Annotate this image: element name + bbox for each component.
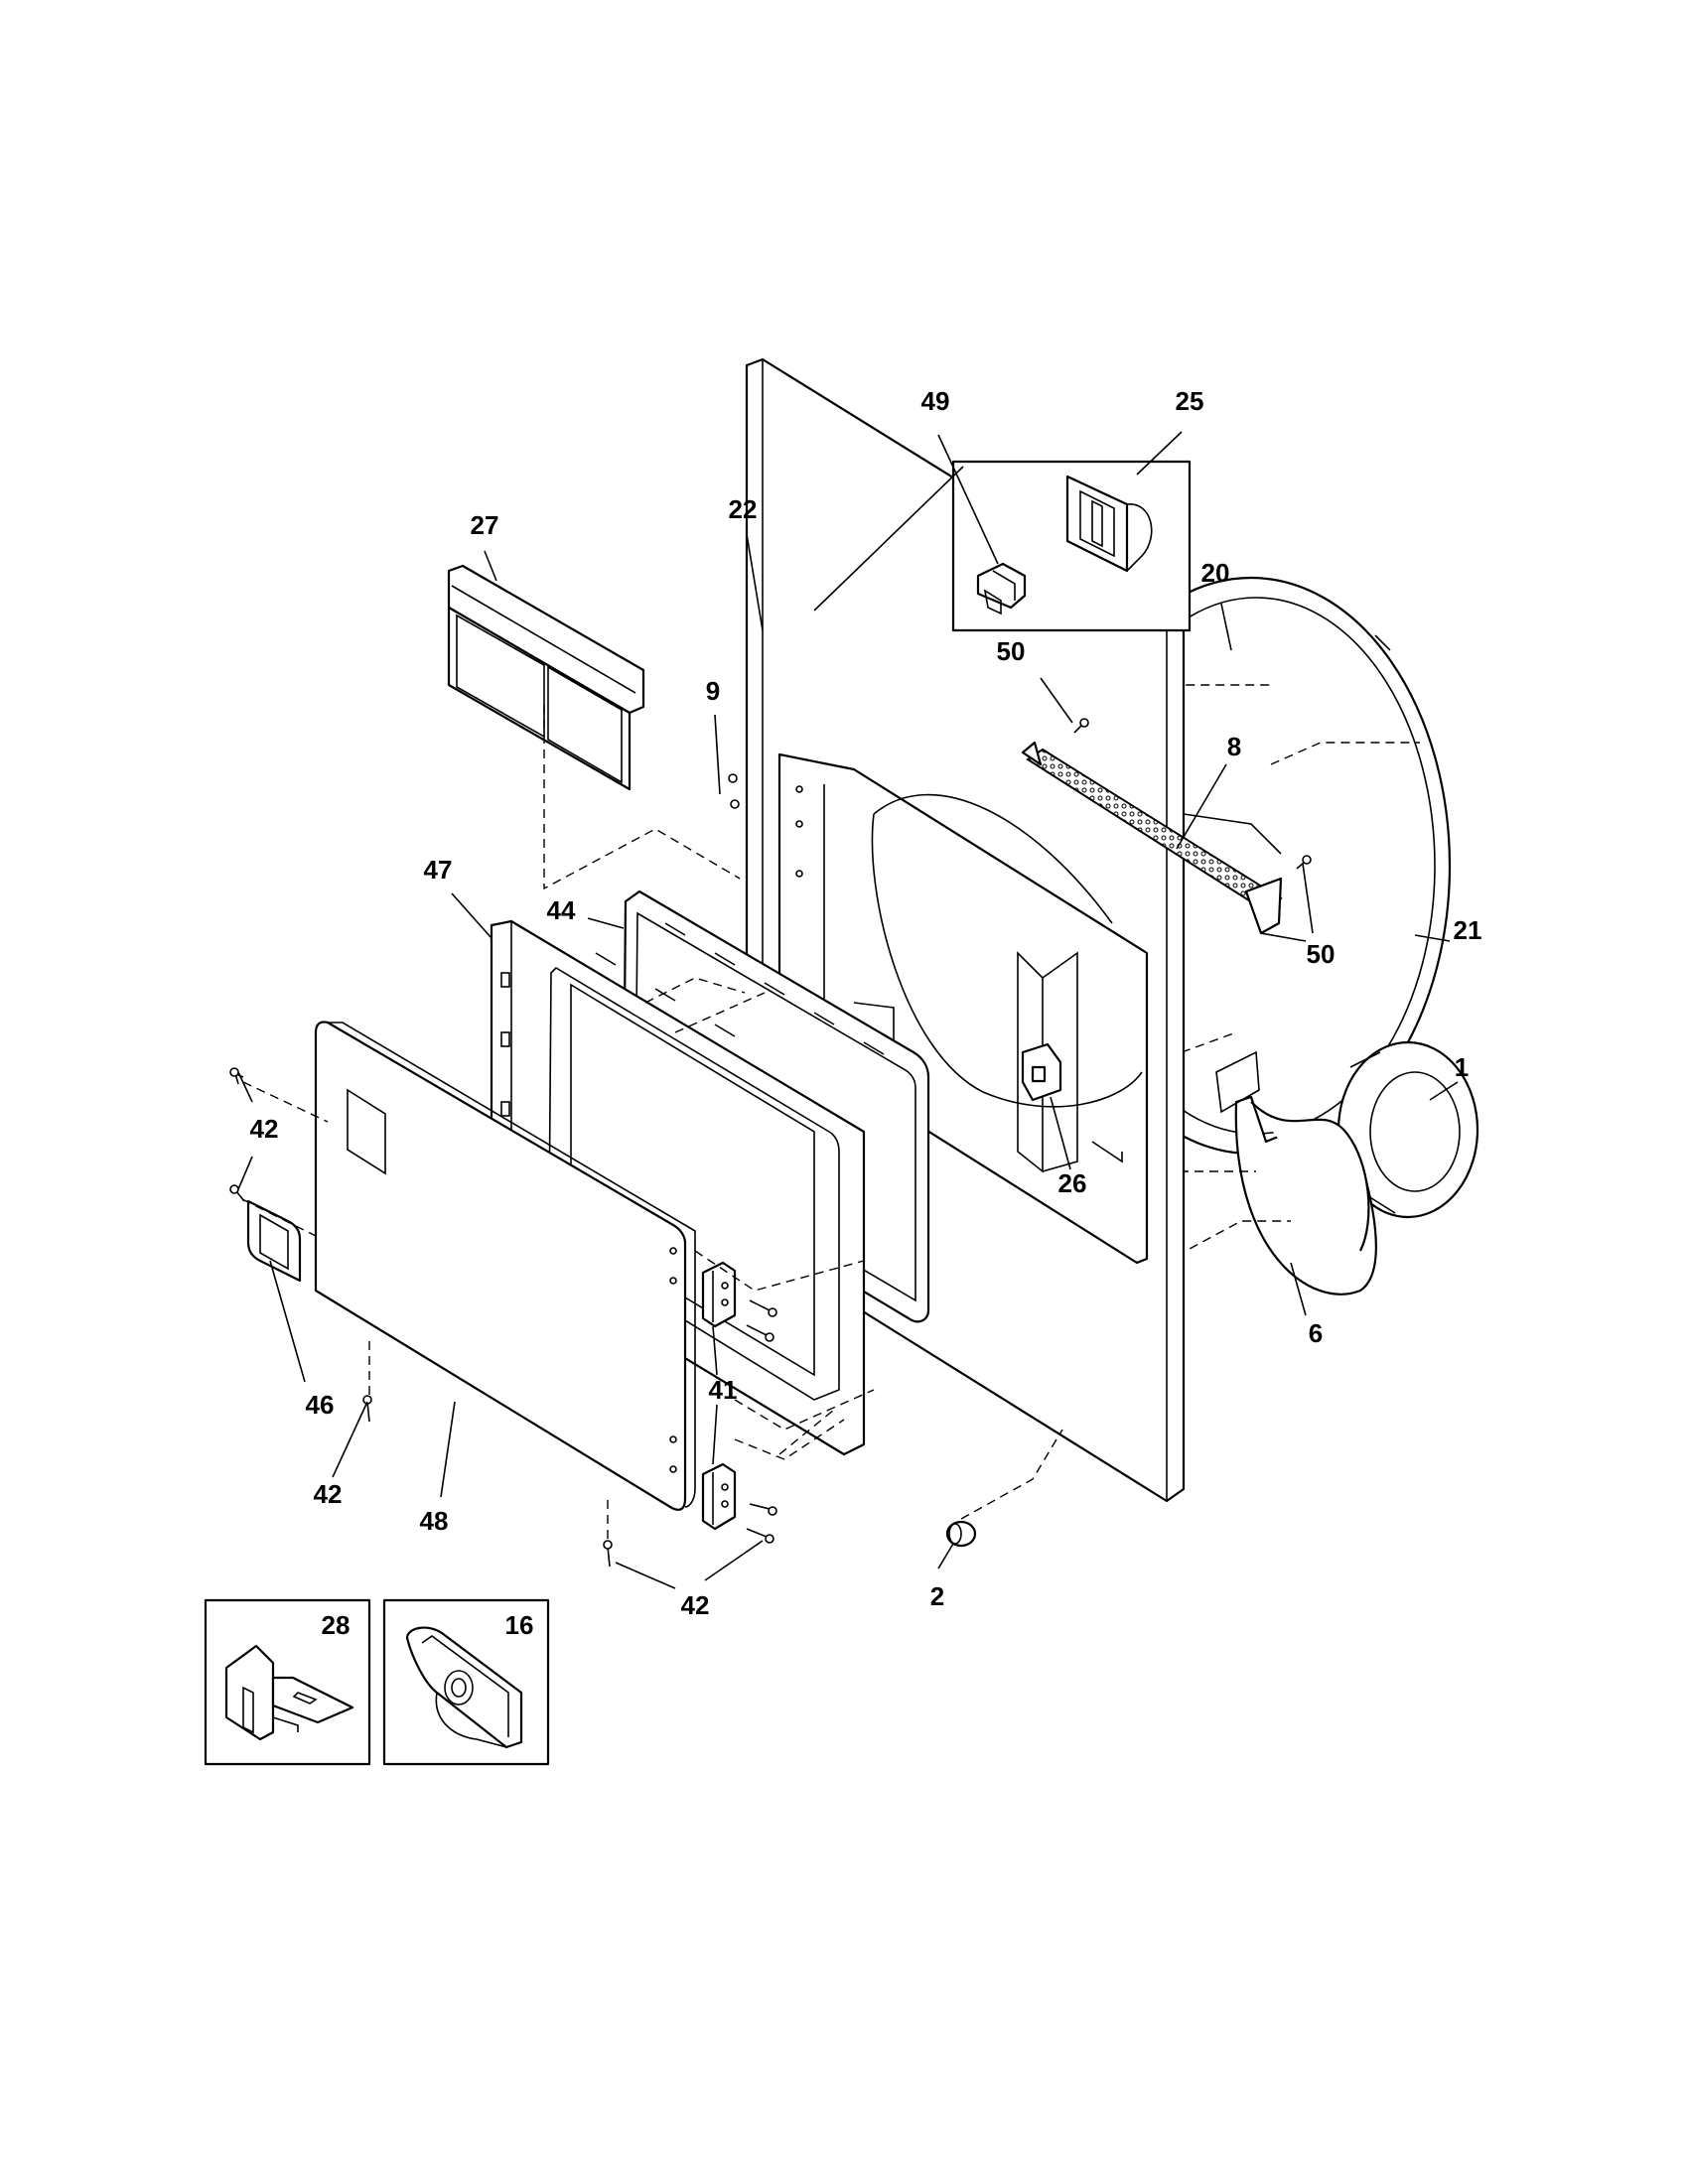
reference-lines <box>241 705 1063 1539</box>
part-label-50-right: 50 <box>1307 939 1336 969</box>
catch-detail-inset <box>951 460 1192 632</box>
part-label-26: 26 <box>1058 1168 1087 1198</box>
part-label-48: 48 <box>420 1506 449 1536</box>
part-labels: 49 25 27 22 20 50 9 8 47 44 50 21 1 42 2… <box>250 386 1482 1640</box>
screws <box>229 718 1312 1568</box>
part-label-6: 6 <box>1309 1318 1323 1348</box>
part-label-22: 22 <box>729 494 758 524</box>
part-label-50-top: 50 <box>997 636 1026 666</box>
door-switch <box>1021 1042 1062 1102</box>
part-label-47: 47 <box>424 855 453 885</box>
part-label-44: 44 <box>547 895 576 925</box>
lint-screen-grille <box>1021 741 1307 942</box>
part-label-42-left: 42 <box>250 1114 279 1144</box>
part-label-1: 1 <box>1455 1052 1469 1082</box>
part-label-46: 46 <box>306 1390 335 1420</box>
part-label-41: 41 <box>709 1375 738 1405</box>
leader-lines <box>237 431 1459 1589</box>
part-label-42-bottom-left: 42 <box>314 1479 343 1509</box>
detail-box-28 <box>204 1598 371 1766</box>
vent-duct <box>1215 1050 1377 1296</box>
part-label-2: 2 <box>930 1581 944 1611</box>
part-label-28: 28 <box>322 1610 351 1640</box>
outer-door-panel <box>314 1021 696 1511</box>
part-label-49: 49 <box>921 386 950 416</box>
part-label-27: 27 <box>471 510 499 540</box>
door-hinges <box>701 1261 737 1531</box>
door-handle <box>246 1199 302 1283</box>
front-panel-knob <box>945 1520 977 1548</box>
part-label-21: 21 <box>1454 915 1482 945</box>
detail-box-16 <box>382 1598 550 1766</box>
part-label-8: 8 <box>1227 732 1241 761</box>
part-label-42-bottom: 42 <box>681 1590 710 1620</box>
part-label-25: 25 <box>1176 386 1204 416</box>
part-label-9: 9 <box>706 676 720 706</box>
lint-filter <box>447 564 645 791</box>
part-label-20: 20 <box>1201 558 1230 588</box>
part-label-16: 16 <box>505 1610 534 1640</box>
